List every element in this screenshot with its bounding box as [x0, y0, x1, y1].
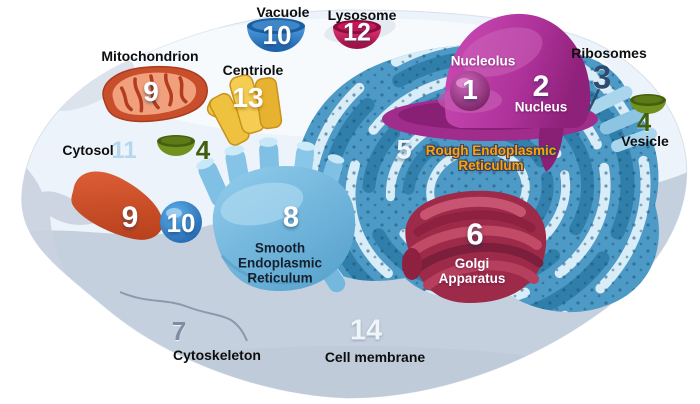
cell-fold-left — [21, 150, 98, 280]
golgi-number: 6 — [466, 216, 484, 252]
lysosome-label: Lysosome — [327, 7, 397, 24]
nucleolus-label: Nucleolus — [450, 53, 516, 69]
smooth-er-shape — [196, 137, 356, 293]
smooth-er-label: Smooth Endoplasmic Reticulum — [237, 240, 323, 286]
lysosome-number: 12 — [343, 18, 371, 47]
cell-membrane-number: 14 — [349, 314, 383, 347]
vesicle-left-number: 4 — [195, 135, 211, 165]
vacuole-number: 10 — [262, 20, 292, 50]
golgi-apparatus-shape — [402, 190, 547, 303]
centriole-shape — [206, 74, 283, 146]
cytoskeleton-line — [119, 291, 248, 342]
vacuole-left-number: 10 — [166, 208, 196, 238]
vacuole-label: Vacuole — [256, 4, 310, 21]
ribosome-pointer-line — [587, 84, 602, 112]
mitochondrion-label: Mitochondrion — [101, 48, 199, 65]
ribosomes-number: 3 — [592, 58, 612, 96]
mitochondrion-left-number: 9 — [121, 201, 139, 234]
nucleus-label: Nucleus — [514, 99, 568, 115]
cytosol-label: Cytosol — [62, 142, 114, 159]
cell-membrane-label: Cell membrane — [324, 349, 426, 366]
cytoskeleton-number: 7 — [171, 316, 187, 346]
lysosome-shape — [333, 20, 381, 49]
nucleus-shape — [382, 13, 598, 172]
centriole-number: 13 — [232, 82, 264, 113]
cytosol-number: 11 — [111, 137, 137, 164]
nucleolus-number: 1 — [462, 74, 478, 105]
mitochondrion-number: 9 — [143, 76, 159, 107]
vacuole-shape — [247, 18, 305, 52]
mitochondrion-2-shape — [71, 171, 163, 240]
rough-er-label: Rough Endoplasmic Reticulum — [425, 142, 557, 173]
ribosomes-label: Ribosomes — [571, 45, 647, 62]
nucleolus-shape — [450, 71, 490, 111]
er-shelf-slats — [586, 85, 657, 153]
vesicle-left-shape — [157, 135, 195, 156]
mitochondrion-shape — [102, 65, 208, 123]
smooth-er-number: 8 — [282, 201, 300, 234]
vesicle-label: Vesicle — [621, 133, 669, 150]
rough-er-number: 5 — [396, 134, 412, 165]
centriole-label: Centriole — [222, 62, 284, 79]
golgi-label: Golgi Apparatus — [438, 255, 506, 286]
vesicle-right-number: 4 — [636, 107, 652, 137]
cytoskeleton-label: Cytoskeleton — [173, 347, 261, 364]
vacuole-2-shape — [160, 201, 202, 243]
vesicle-right-shape — [630, 94, 666, 114]
nucleus-number: 2 — [532, 70, 550, 103]
